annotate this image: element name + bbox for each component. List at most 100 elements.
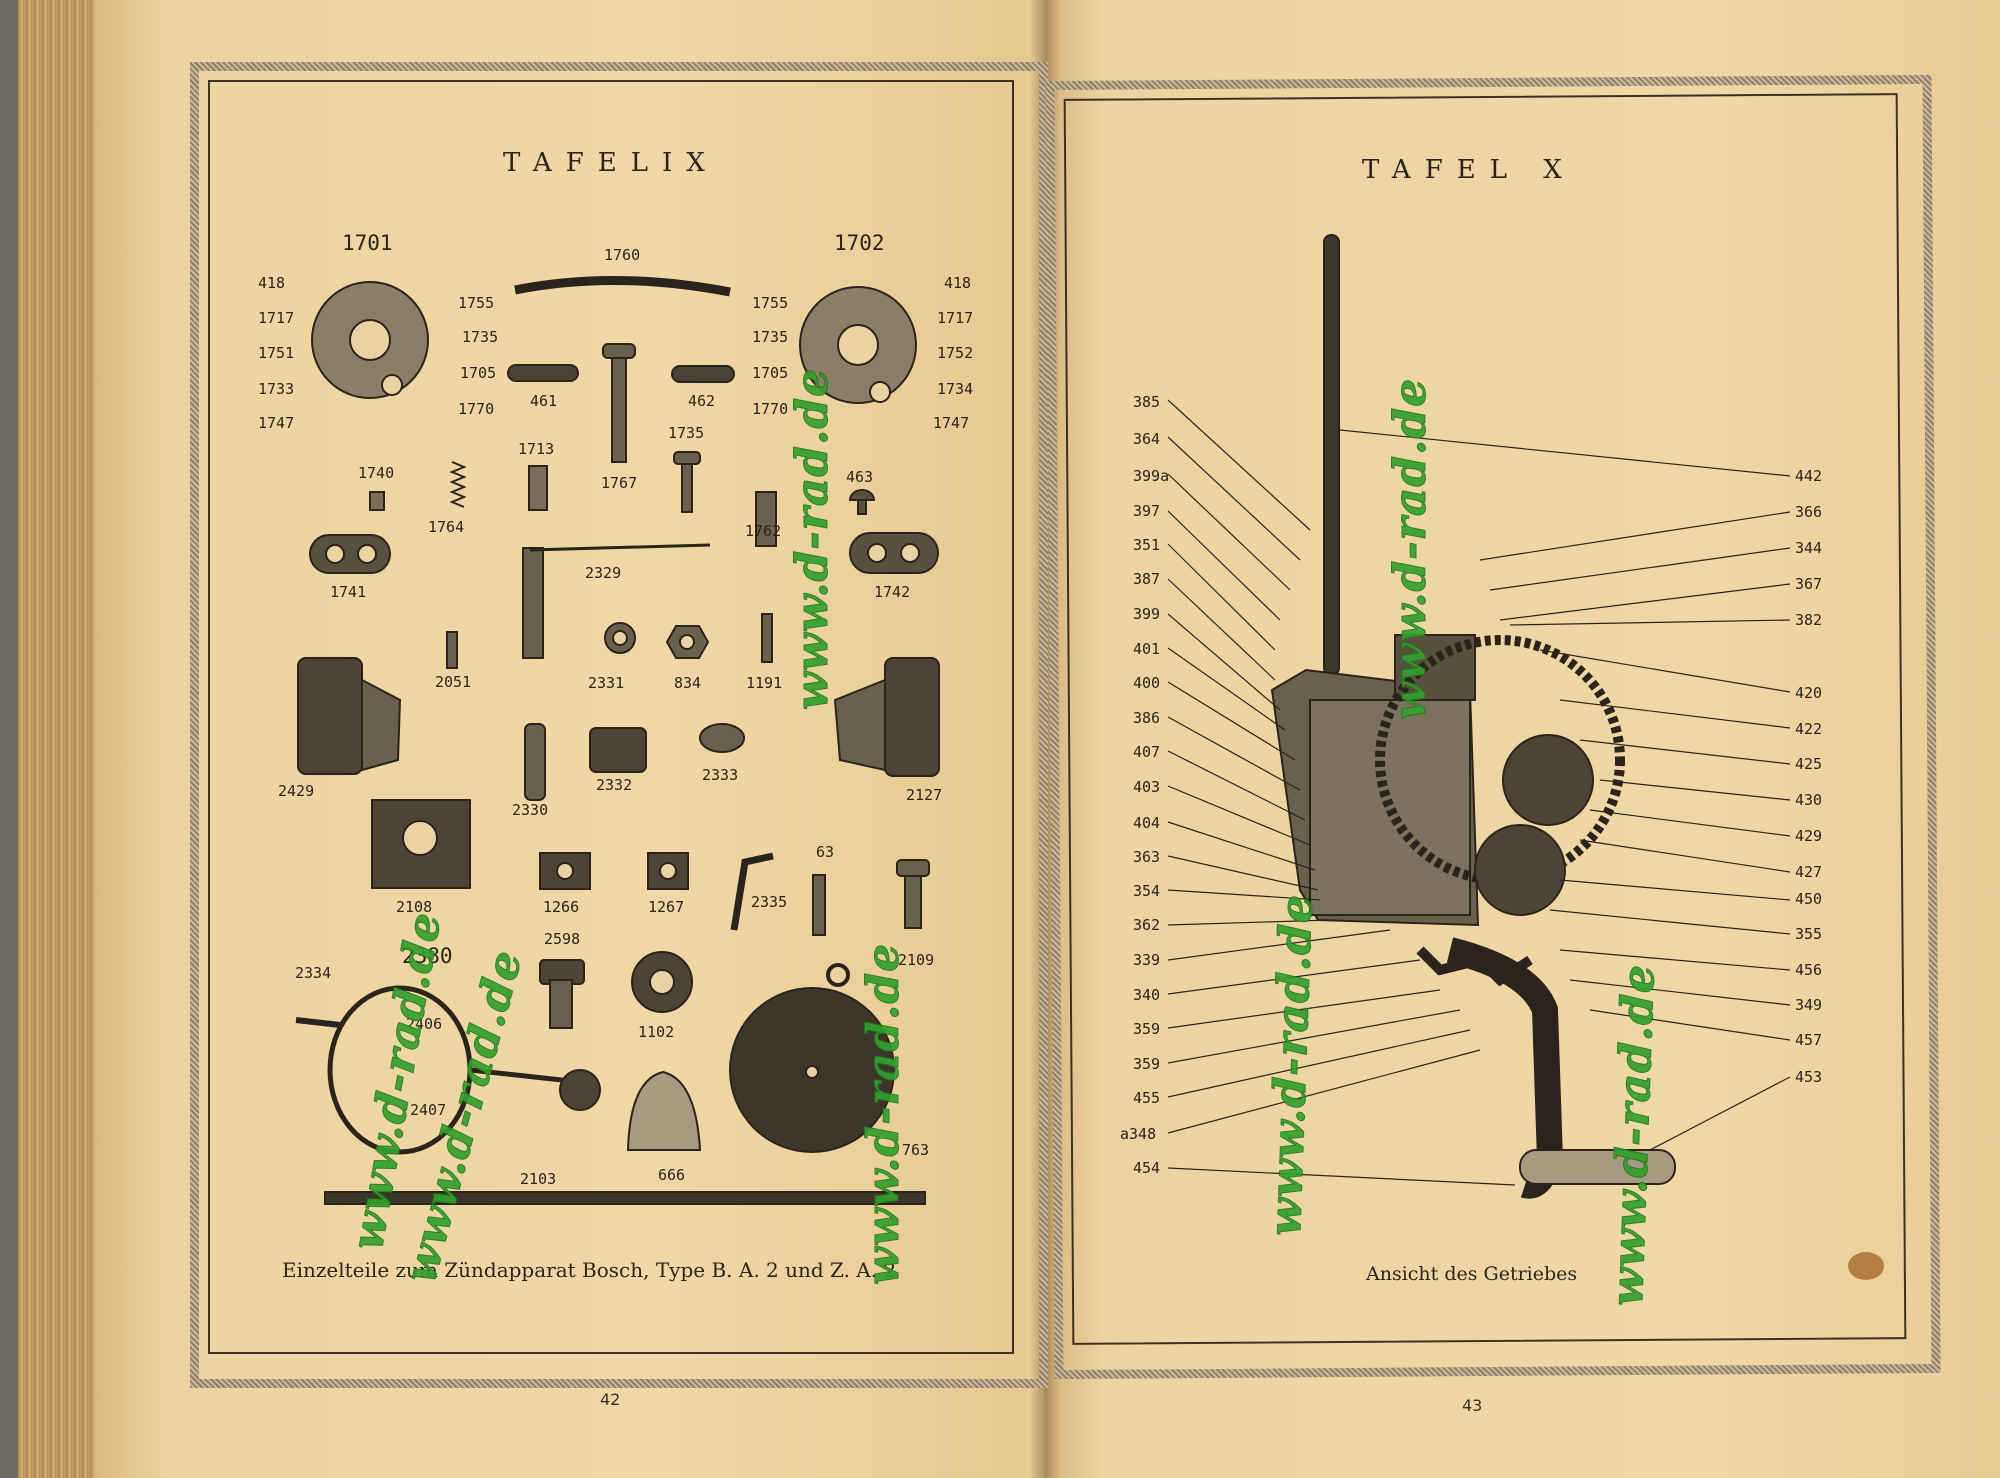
paper-stain [1848, 1252, 1884, 1280]
part-label: 463 [846, 468, 874, 486]
part-label: 2407 [410, 1101, 447, 1119]
part-label: 1764 [428, 518, 465, 536]
part-label: 362 [1133, 916, 1161, 934]
part-label: 2108 [396, 898, 433, 916]
part-label: 397 [1133, 502, 1161, 520]
part-label: 344 [1795, 539, 1823, 557]
part-label: 366 [1795, 503, 1823, 521]
part-label: 1767 [601, 474, 638, 492]
part-label: 461 [530, 392, 558, 410]
watermark-text: www.d-rad.de [787, 367, 839, 710]
part-label: 1713 [518, 440, 555, 458]
part-label: 63 [816, 843, 835, 861]
part-label: 403 [1133, 778, 1161, 796]
part-label: 1762 [745, 522, 782, 540]
part-label: 2330 [512, 801, 549, 819]
part-label: 763 [902, 1141, 930, 1159]
part-label: 418 [258, 274, 286, 292]
part-label: 1751 [258, 344, 295, 362]
part-label: 351 [1133, 536, 1161, 554]
part-label: 385 [1133, 393, 1161, 411]
left-page-caption: Einzelteile zum Zündapparat Bosch, Type … [282, 1258, 897, 1282]
part-label: 364 [1133, 430, 1161, 448]
part-label: 2109 [898, 951, 935, 969]
part-label: 454 [1133, 1159, 1161, 1177]
part-label: 1770 [752, 400, 789, 418]
left-page-title: TAFELIX [503, 148, 719, 178]
part-label: 2406 [406, 1015, 443, 1033]
part-label: 1267 [648, 898, 685, 916]
part-label: 400 [1133, 674, 1161, 692]
part-label: 387 [1133, 570, 1161, 588]
part-label: 1735 [668, 424, 705, 442]
part-label: 429 [1795, 827, 1823, 845]
right-page-caption: Ansicht des Getriebes [1366, 1263, 1578, 1285]
part-label: 1760 [604, 246, 641, 264]
part-label: 1742 [874, 583, 911, 601]
part-label: 2331 [588, 674, 625, 692]
watermark-text: www.d-rad.de [1385, 377, 1437, 720]
part-label: 359 [1133, 1055, 1161, 1073]
part-label: 1734 [937, 380, 974, 398]
part-label: 418 [944, 274, 972, 292]
part-label: 1735 [752, 328, 789, 346]
part-label: 2333 [702, 766, 739, 784]
part-label: 363 [1133, 848, 1161, 866]
part-label: 2329 [585, 564, 622, 582]
part-label: 1102 [638, 1023, 675, 1041]
part-label: 349 [1795, 996, 1823, 1014]
part-label: 450 [1795, 890, 1823, 908]
part-label: 404 [1133, 814, 1161, 832]
part-label: 359 [1133, 1020, 1161, 1038]
part-label: 355 [1795, 925, 1823, 943]
part-label: 1266 [543, 898, 580, 916]
part-label: 1701 [342, 231, 393, 255]
part-label: 2429 [278, 782, 315, 800]
part-label: 1770 [458, 400, 495, 418]
part-label: 2334 [295, 964, 332, 982]
part-label: 1740 [358, 464, 395, 482]
part-label: 666 [658, 1166, 686, 1184]
part-label: 407 [1133, 743, 1161, 761]
part-label: 425 [1795, 755, 1823, 773]
part-label: 2127 [906, 786, 943, 804]
right-page-inner-border [1063, 93, 1907, 1345]
part-label: 455 [1133, 1089, 1161, 1107]
part-label: 1755 [752, 294, 789, 312]
left-page-number: 42 [600, 1390, 621, 1409]
part-label: 2332 [596, 776, 633, 794]
part-label: 1705 [460, 364, 497, 382]
part-label: 1747 [933, 414, 970, 432]
part-label: 457 [1795, 1031, 1823, 1049]
part-label: 386 [1133, 709, 1161, 727]
part-label: 340 [1133, 986, 1161, 1004]
part-label: 453 [1795, 1068, 1823, 1086]
part-label: 1702 [834, 231, 885, 255]
part-label: 1741 [330, 583, 367, 601]
part-label: 1733 [258, 380, 295, 398]
part-label: 1717 [258, 309, 295, 327]
part-label: 442 [1795, 467, 1823, 485]
part-label: 2598 [544, 930, 581, 948]
part-label: 354 [1133, 882, 1161, 900]
part-label: 462 [688, 392, 716, 410]
part-label: 2335 [751, 893, 788, 911]
part-label: 1747 [258, 414, 295, 432]
watermark-text: www.d-rad.de [858, 942, 910, 1285]
part-label: 1755 [458, 294, 495, 312]
part-label: 2103 [520, 1170, 557, 1188]
part-label: 2051 [435, 673, 472, 691]
part-label: 2380 [402, 944, 453, 968]
right-page-title: TAFEL X [1362, 155, 1576, 185]
part-label: 382 [1795, 611, 1823, 629]
part-label: 339 [1133, 951, 1161, 969]
part-label: a348 [1120, 1125, 1157, 1143]
part-label: 1191 [746, 674, 783, 692]
part-label: 399a [1133, 467, 1170, 485]
part-label: 1705 [752, 364, 789, 382]
part-label: 1717 [937, 309, 974, 327]
part-label: 430 [1795, 791, 1823, 809]
part-label: 401 [1133, 640, 1161, 658]
part-label: 422 [1795, 720, 1823, 738]
